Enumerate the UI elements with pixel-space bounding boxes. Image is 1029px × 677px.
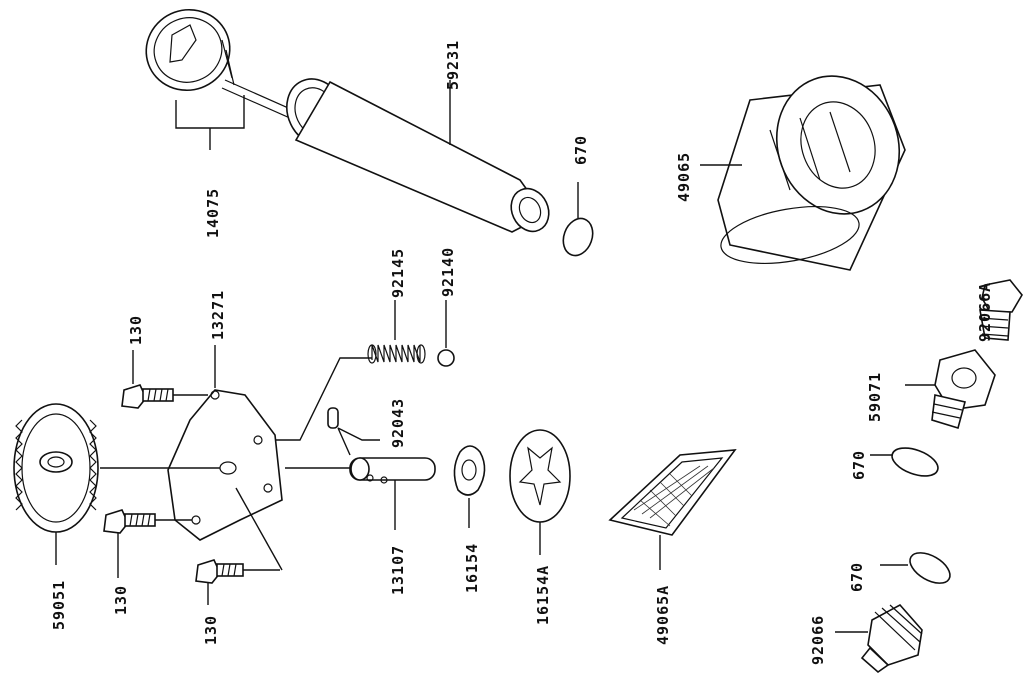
pump-cover-plate	[167, 389, 283, 541]
label-13271: 13271	[209, 290, 227, 340]
label-49065: 49065	[675, 152, 693, 202]
leader-92043	[337, 427, 380, 456]
inner-rotor	[453, 445, 486, 496]
leader-plate-bolt	[235, 487, 283, 571]
label-59051: 59051	[50, 580, 68, 630]
bolt-lower	[195, 559, 244, 584]
oil-filter	[717, 75, 906, 271]
label-92066A: 92066A	[976, 282, 994, 342]
label-670-top: 670	[572, 135, 590, 165]
label-92043: 92043	[389, 398, 407, 448]
label-130-a: 130	[127, 315, 145, 345]
pump-shaft	[349, 457, 436, 484]
label-670-low: 670	[848, 562, 866, 592]
label-92066: 92066	[809, 615, 827, 665]
oil-pump-gear	[13, 403, 99, 533]
pin	[327, 407, 339, 429]
bracket-14075	[175, 95, 245, 129]
label-92140: 92140	[439, 247, 457, 297]
label-14075: 14075	[204, 188, 222, 238]
plug-92066A	[979, 279, 1023, 341]
label-130-b: 130	[112, 585, 130, 615]
dipstick-cap	[145, 8, 235, 92]
o-ring-top	[562, 217, 594, 257]
fitting-59071	[931, 349, 996, 430]
o-ring-mid	[891, 447, 939, 477]
oil-screen	[608, 449, 737, 536]
label-59231: 59231	[444, 40, 462, 90]
label-92145: 92145	[389, 248, 407, 298]
filler-tube	[286, 78, 550, 233]
relief-ball	[437, 349, 455, 367]
relief-spring	[367, 344, 426, 364]
leader-spring-to-plate	[272, 357, 372, 441]
label-16154: 16154	[463, 543, 481, 593]
label-130-c: 130	[202, 615, 220, 645]
label-59071: 59071	[866, 372, 884, 422]
bolt-upper	[121, 384, 174, 409]
label-13107: 13107	[389, 545, 407, 595]
outer-rotor	[509, 429, 571, 523]
label-670-mid: 670	[850, 450, 868, 480]
label-16154A: 16154A	[534, 565, 552, 625]
bolt-middle	[103, 509, 156, 534]
label-49065A: 49065A	[654, 585, 672, 645]
o-ring-low	[909, 552, 951, 584]
plug-92066	[860, 603, 923, 674]
